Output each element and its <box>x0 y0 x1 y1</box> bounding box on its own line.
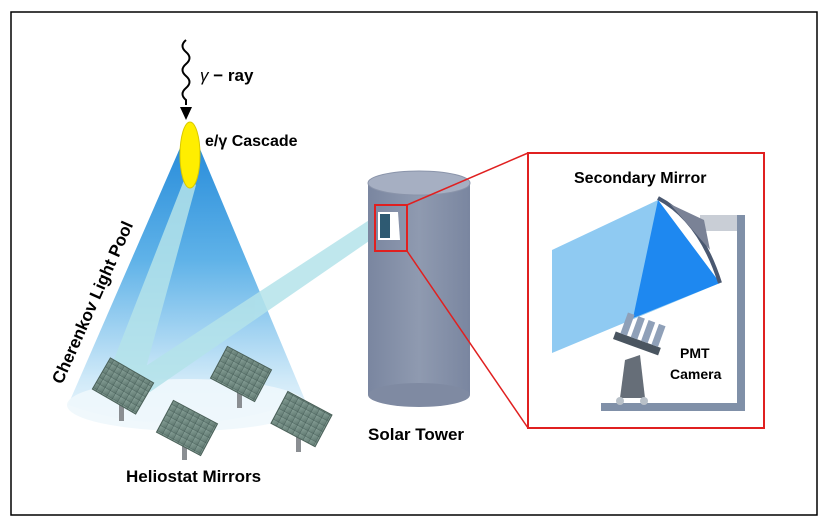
tower-label: Solar Tower <box>368 425 464 444</box>
secondary-mirror <box>633 196 722 318</box>
cascade-label: e/γ Cascade <box>205 133 298 150</box>
support-frame <box>601 215 745 411</box>
gamma-ray-label: γ − ray <box>200 66 254 85</box>
zoom-box <box>374 204 408 252</box>
pmt-camera-icon <box>613 312 666 405</box>
heliostat-icon <box>270 390 333 452</box>
pmt-label-line2: Camera <box>670 366 722 382</box>
secondary-mirror-label: Secondary Mirror <box>574 170 706 187</box>
heliostat-icon <box>91 357 155 421</box>
heliostat-icon <box>155 399 219 460</box>
cascade-ellipse <box>179 121 201 189</box>
solar-tower <box>367 170 471 407</box>
cherenkov-beam <box>104 175 388 392</box>
zoom-line-top <box>406 152 529 206</box>
zoom-line-bottom <box>406 250 529 429</box>
pmt-label-line1: PMT <box>680 345 710 361</box>
heliostat-icon <box>209 345 273 408</box>
wavy-arrow-icon <box>180 39 192 120</box>
heliostats-label: Heliostat Mirrors <box>126 467 261 486</box>
